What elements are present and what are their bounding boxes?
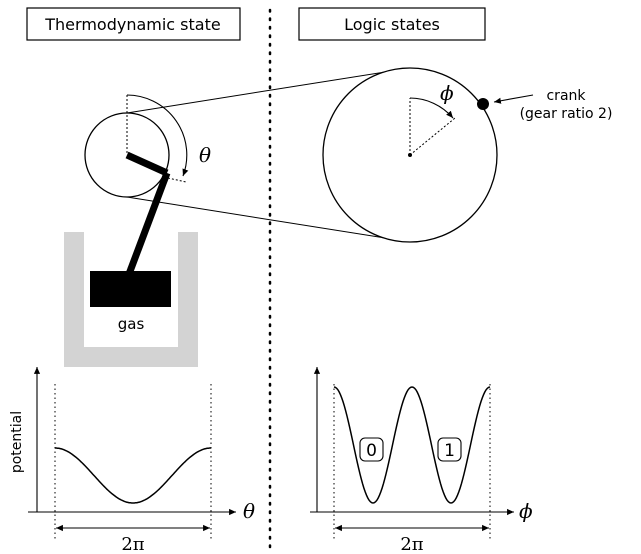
right-potential-plot: ϕ 0 1 2π xyxy=(310,367,533,554)
crank-label-arrow xyxy=(493,94,534,104)
phi-arc-arrow xyxy=(409,97,454,119)
crank-dot xyxy=(477,98,489,110)
gas-label: gas xyxy=(118,315,145,333)
phi-angle-line xyxy=(409,117,456,156)
gas-cylinder xyxy=(64,232,198,367)
right-potential-curve xyxy=(333,386,491,504)
left-title-box xyxy=(26,7,241,41)
right-panel-title: Logic states xyxy=(344,15,440,34)
left-potential-curve xyxy=(55,447,211,504)
right-xlabel: ϕ xyxy=(519,499,533,523)
zoom-line-top xyxy=(126,67,411,114)
right-period-label: 2π xyxy=(400,534,423,554)
state-0-box xyxy=(359,437,384,462)
left-period-label: 2π xyxy=(121,534,144,554)
crank-label: crank xyxy=(546,88,586,104)
piston xyxy=(90,271,171,307)
phi-symbol: ϕ xyxy=(440,81,454,105)
left-xlabel: θ xyxy=(243,499,255,523)
zoom-line-bottom xyxy=(126,196,411,243)
crank-arm xyxy=(125,151,169,177)
piston-rod xyxy=(125,171,171,276)
state-0-label: 0 xyxy=(366,441,377,461)
theta-symbol: θ xyxy=(199,143,211,167)
left-ylabel: potential xyxy=(9,411,25,473)
left-potential-plot: potential θ 2π xyxy=(9,367,255,554)
state-1-label: 1 xyxy=(444,441,455,461)
theta-angle-line xyxy=(167,177,187,183)
theta-arc-arrow xyxy=(126,94,189,177)
state-1-box xyxy=(437,437,462,462)
left-panel-title: Thermodynamic state xyxy=(44,15,220,34)
gear-ratio-label: (gear ratio 2) xyxy=(520,106,613,122)
right-title-box xyxy=(298,7,486,41)
